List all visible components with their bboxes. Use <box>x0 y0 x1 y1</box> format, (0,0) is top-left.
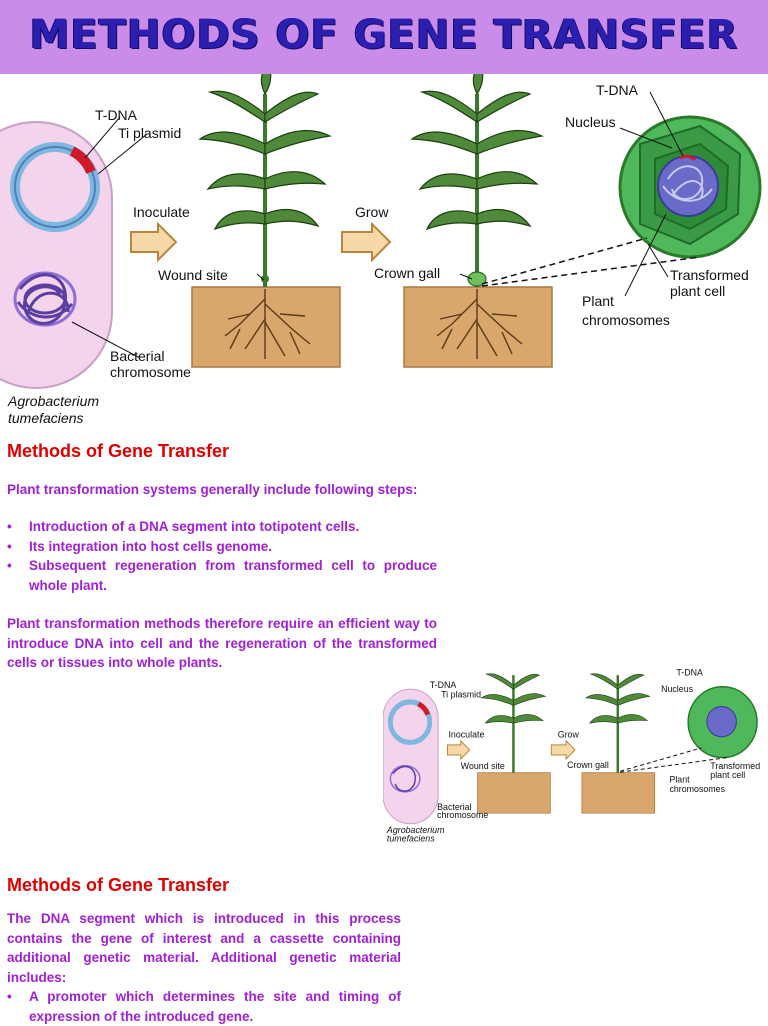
additional-material-list: • A promoter which determines the site an… <box>7 987 401 1026</box>
label-bacterial-1: Bacterial <box>437 802 471 812</box>
label-transformed-2: plant cell <box>710 770 745 780</box>
intro-text: Plant transformation systems generally i… <box>7 482 418 497</box>
label-nucleus: Nucleus <box>565 114 616 130</box>
label-bacterial-2: chromosome <box>110 364 191 380</box>
plant-icon <box>191 65 341 368</box>
list-item: • A promoter which determines the site an… <box>7 987 401 1026</box>
label-t-dna-cell: T-DNA <box>676 668 703 678</box>
list-item-text: A promoter which determines the site and… <box>29 989 401 1024</box>
list-item: • Its integration into host cells genome. <box>7 537 437 557</box>
chromosome-icon <box>13 271 77 327</box>
list-item-text: Its integration into host cells genome. <box>29 538 273 554</box>
label-agrobacterium-2: tumefaciens <box>8 410 83 426</box>
label-crown-gall: Crown gall <box>374 265 440 281</box>
plasmid-icon <box>10 142 100 232</box>
label-wound-site: Wound site <box>158 267 228 283</box>
label-t-dna: T-DNA <box>95 107 138 123</box>
label-inoculate: Inoculate <box>133 204 190 220</box>
arrow-right-icon <box>130 221 178 263</box>
label-nucleus: Nucleus <box>661 684 693 694</box>
steps-list: • Introduction of a DNA segment into toti… <box>7 517 437 595</box>
paragraph: The DNA segment which is introduced in t… <box>7 911 401 985</box>
agrobacterium-diagram-small: T-DNA Ti plasmid Inoculate Grow Wound si… <box>382 668 760 843</box>
plant-icon <box>403 65 553 368</box>
label-agrobacterium-1: Agrobacterium <box>7 393 99 409</box>
label-transformed-1: Transformed <box>670 267 749 283</box>
bullet-dot: • <box>7 538 12 554</box>
label-bacterial-1: Bacterial <box>110 348 164 364</box>
label-transformed-2: plant cell <box>670 283 725 299</box>
page-title: Methods of Gene Transfer <box>29 12 739 58</box>
title-banner: Methods of Gene Transfer <box>0 0 768 74</box>
label-agrobacterium-2: tumefaciens <box>387 833 435 843</box>
agrobacterium-figure-small: T-DNA Ti plasmid Inoculate Grow Wound si… <box>382 665 761 845</box>
label-grow: Grow <box>558 729 580 739</box>
label-ti-plasmid: Ti plasmid <box>441 689 481 699</box>
cell-icon <box>618 115 762 259</box>
label-transformed-1: Transformed <box>710 761 760 771</box>
list-item-text: Introduction of a DNA segment into totip… <box>29 519 360 534</box>
label-plant-chromosomes-1: Plant <box>669 774 690 784</box>
list-item: • Introduction of a DNA segment into toti… <box>7 517 437 537</box>
label-t-dna-cell: T-DNA <box>596 82 639 98</box>
list-item-text: Subsequent regeneration from transformed… <box>29 558 437 593</box>
label-grow: Grow <box>355 204 389 220</box>
label-crown-gall: Crown gall <box>567 760 609 770</box>
bullet-dot: • <box>7 558 12 573</box>
list-item: • Subsequent regeneration from transforme… <box>7 556 437 595</box>
label-inoculate: Inoculate <box>448 729 484 739</box>
label-bacterial-2: chromosome <box>437 810 488 820</box>
label-wound-site: Wound site <box>461 761 505 771</box>
label-agrobacterium-1: Agrobacterium <box>386 825 445 835</box>
agrobacterium-figure: T-DNA Ti plasmid Inoculate Grow Wound si… <box>0 65 768 430</box>
label-t-dna: T-DNA <box>430 680 457 690</box>
bacterium-cell <box>0 121 113 389</box>
agrobacterium-diagram: T-DNA Ti plasmid Inoculate Grow Wound si… <box>0 65 762 426</box>
section-heading: Methods of Gene Transfer <box>7 441 230 461</box>
arrow-right-icon <box>341 221 392 263</box>
bullet-dot: • <box>7 519 12 534</box>
paragraph: Plant transformation methods therefore r… <box>7 616 437 670</box>
label-ti-plasmid: Ti plasmid <box>118 125 181 141</box>
label-plant-chromosomes-2: chromosomes <box>582 312 670 328</box>
label-plant-chromosomes-2: chromosomes <box>669 784 725 794</box>
bullet-dot: • <box>7 989 12 1004</box>
section-heading: Methods of Gene Transfer <box>7 875 230 895</box>
label-plant-chromosomes-1: Plant <box>582 293 614 309</box>
